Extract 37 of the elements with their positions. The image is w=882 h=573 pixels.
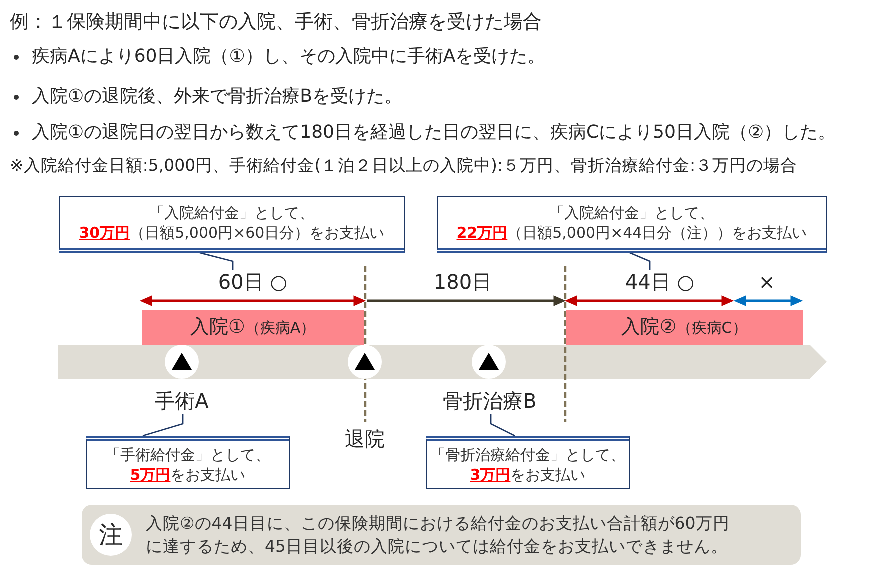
leader-line <box>200 252 234 270</box>
callout-box <box>437 196 827 253</box>
payment-text: 5万円をお支払い <box>130 464 246 484</box>
list-item-text: 疾病Aにより60日入院（①）し、その入院中に手術Aを受けた。 <box>32 45 546 69</box>
disease-label: （疾病A） <box>245 318 316 339</box>
leader-line <box>630 252 651 270</box>
event-label: 骨折治療B <box>443 388 537 414</box>
leader-line <box>142 414 184 437</box>
payment-text: 30万円（日額5,000円×60日分）をお支払い <box>79 222 385 242</box>
event-label: 退院 <box>345 426 385 452</box>
note-text: 入院②の44日目に、この保険期間における給付金のお支払い合計額が60万円に達するため、45日目以後の入院については給付金をお支払いできません。 <box>146 513 731 558</box>
note-panel <box>82 505 801 565</box>
event-label: 手術A <box>155 388 209 414</box>
callout-box <box>426 436 630 489</box>
period-label: 60日 ○ <box>218 270 288 294</box>
callout-text: 「入院給付金」として、 <box>150 202 314 222</box>
period-label: 180日 <box>434 270 492 294</box>
disease-label: （疾病C） <box>676 318 748 339</box>
callout-box <box>86 436 290 489</box>
period-label: × <box>758 270 776 294</box>
list-item-text: 入院①の退院後、外来で骨折治療Bを受けた。 <box>32 85 402 109</box>
note-marker: 注 <box>90 514 132 556</box>
callout-text: 「骨折治療給付金」として、 <box>430 444 626 464</box>
payment-text: 3万円をお支払い <box>470 464 586 484</box>
callout-text: 「手術給付金」として、 <box>106 444 270 464</box>
hospital-stay-bar <box>142 310 364 345</box>
stay-label: 入院① <box>190 315 246 340</box>
leader-line <box>490 414 516 437</box>
payment-text: 22万円（日額5,000円×44日分（注））をお支払い <box>456 222 808 242</box>
title: 例：１保険期間中に以下の入院、手術、骨折治療を受けた場合 <box>10 10 542 35</box>
hospital-stay-bar <box>566 310 803 345</box>
period-label: 44日 ○ <box>625 270 695 294</box>
callout-box <box>59 196 405 253</box>
callout-text: 「入院給付金」として、 <box>550 202 714 222</box>
footnote: ※入院給付金日額:5,000円、手術給付金(１泊２日以上の入院中):５万円、骨折治療給付金:３万円の場合 <box>10 155 798 177</box>
list-item-text: 入院①の退院日の翌日から数えて180日を経過した日の翌日に、疾病Cにより50日入院（②）した。 <box>32 121 836 145</box>
stay-label: 入院② <box>622 315 677 340</box>
